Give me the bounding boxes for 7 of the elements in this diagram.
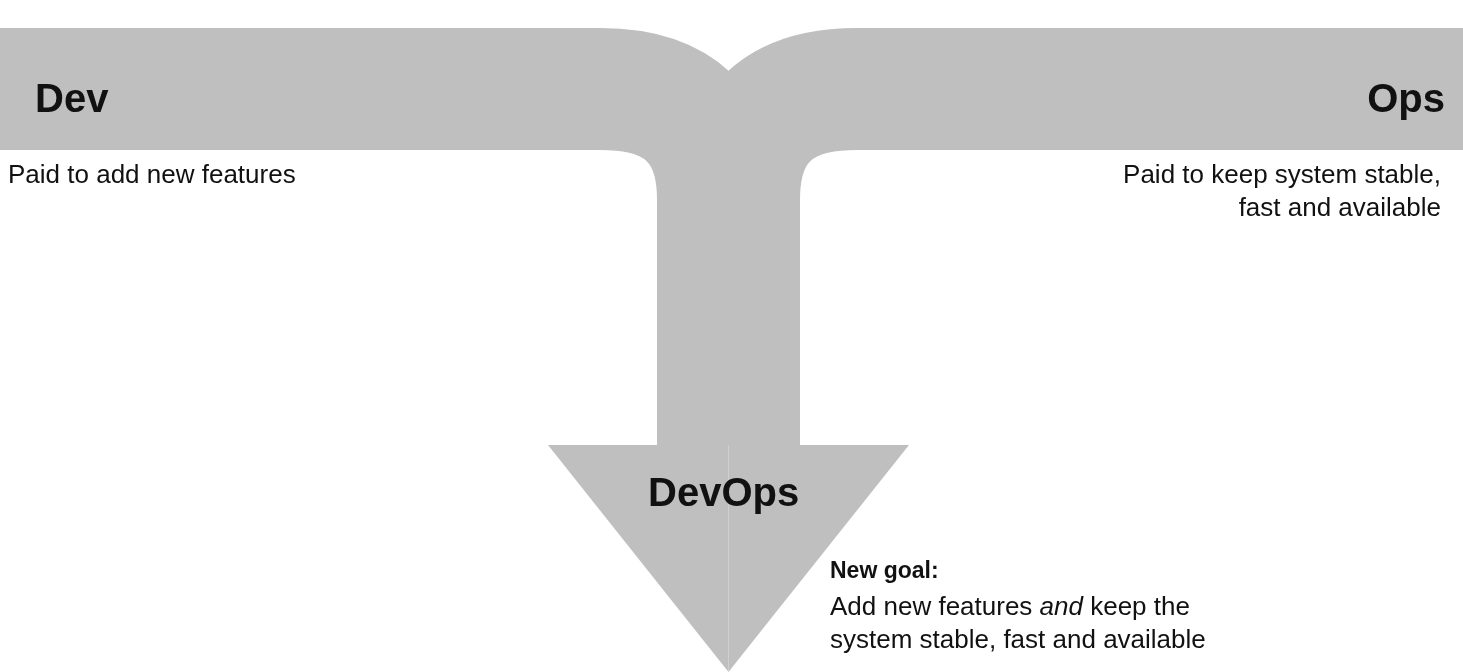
node-label: Dev — [35, 76, 109, 121]
node-label: Ops — [1367, 76, 1445, 121]
note-text: Paid to add new features — [8, 158, 297, 191]
note-heading: New goal: — [830, 556, 940, 585]
note-text: Paid to keep system stable, fast and available — [1122, 158, 1441, 223]
note-text: Add new features and keep the system stable, fast and available — [830, 590, 1207, 655]
node-label: DevOps — [648, 470, 800, 515]
